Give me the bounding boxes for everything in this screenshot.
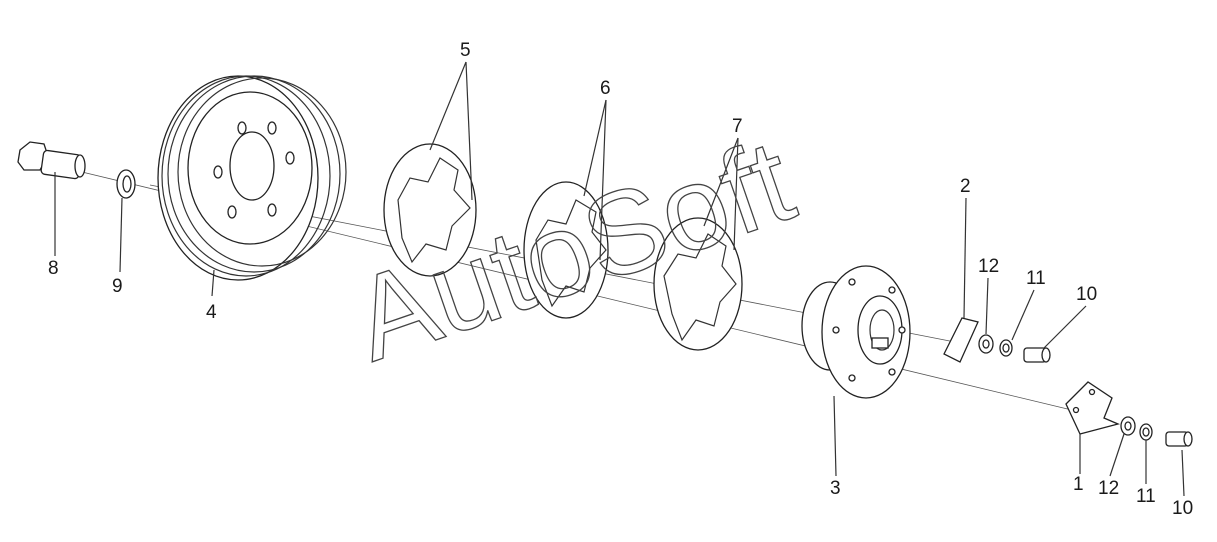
washer-part-9 bbox=[116, 169, 136, 199]
bolt-part-8 bbox=[17, 141, 86, 180]
label-part-10-upper: 10 bbox=[1076, 284, 1097, 305]
bolt-part-10-upper bbox=[1023, 347, 1051, 363]
lock-plate-part-1 bbox=[1065, 381, 1120, 435]
label-part-1: 1 bbox=[1073, 474, 1084, 495]
label-part-11-upper: 11 bbox=[1026, 268, 1046, 289]
washer-part-11-upper bbox=[999, 339, 1013, 357]
shim-plate-part-6 bbox=[523, 181, 609, 319]
shim-plate-part-7 bbox=[653, 217, 743, 351]
pulley-part-4 bbox=[157, 75, 347, 281]
label-part-4: 4 bbox=[206, 302, 217, 323]
label-part-8: 8 bbox=[48, 258, 59, 279]
label-part-9: 9 bbox=[112, 276, 123, 297]
lock-plate-part-2 bbox=[943, 317, 979, 363]
label-part-12-upper: 12 bbox=[978, 256, 999, 277]
label-part-2: 2 bbox=[960, 176, 971, 197]
washer-part-11-lower bbox=[1139, 423, 1153, 441]
hub-part-3 bbox=[801, 265, 911, 399]
label-part-7: 7 bbox=[732, 116, 743, 137]
label-part-3: 3 bbox=[830, 478, 841, 499]
bolt-part-10-lower bbox=[1165, 431, 1193, 447]
label-part-6: 6 bbox=[600, 78, 611, 99]
label-part-11-lower: 11 bbox=[1136, 486, 1156, 507]
label-part-5: 5 bbox=[460, 40, 471, 61]
label-part-10-lower: 10 bbox=[1172, 498, 1193, 519]
label-part-12-lower: 12 bbox=[1098, 478, 1119, 499]
washer-part-12-upper bbox=[978, 334, 994, 354]
leader-lines bbox=[54, 61, 1185, 497]
washer-part-12-lower bbox=[1120, 416, 1136, 436]
shim-plate-part-5 bbox=[383, 143, 477, 277]
